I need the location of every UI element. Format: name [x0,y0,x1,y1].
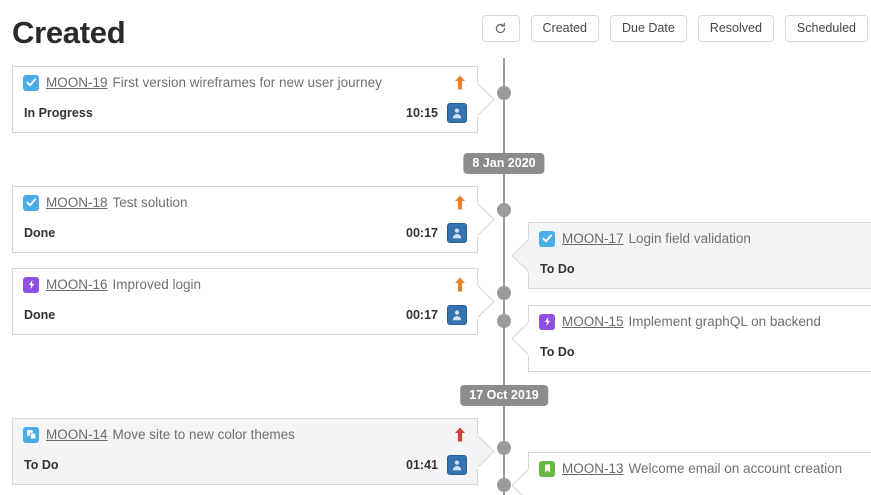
tab-scheduled[interactable]: Scheduled [784,15,868,42]
issue-key-link[interactable]: MOON-13 [562,461,624,476]
epic-icon [23,276,39,293]
status-badge: To Do [540,345,575,359]
issue-card[interactable]: MOON-13 Welcome email on account creation [511,452,871,495]
avatar[interactable] [447,455,467,475]
story-icon [539,460,555,477]
issue-key-link[interactable]: MOON-19 [46,75,108,90]
issue-summary: Welcome email on account creation [628,461,843,476]
timeline-dot [497,478,511,492]
issue-summary: Test solution [112,195,188,210]
task-icon [23,74,39,91]
tab-created[interactable]: Created [530,15,599,42]
refresh-button[interactable] [481,15,520,42]
issue-card-header: MOON-13 Welcome email on account creation [529,453,871,477]
timestamp: 00:17 [406,226,438,240]
issue-card[interactable]: MOON-17 Login field validation To Do [511,222,871,289]
epic-icon [539,313,555,330]
card-pointer-tail [507,223,529,288]
date-divider: 17 Oct 2019 [460,385,548,406]
timestamp: 10:15 [406,106,438,120]
timeline-dot [497,86,511,100]
toolbar: Created Due Date Resolved Scheduled [481,15,868,42]
arrow-up-highest-icon [453,426,467,443]
issue-card[interactable]: MOON-19 First version wireframes for new … [12,66,495,133]
issue-card-footer: Done 00:17 [13,220,477,246]
arrow-up-high-icon [453,276,467,293]
card-pointer-tail [477,269,499,334]
issue-card-footer: To Do [529,339,871,365]
tail-seam-mask [528,321,530,356]
tail-seam-mask [476,82,478,117]
avatar[interactable] [447,305,467,325]
tail-seam-mask [476,202,478,237]
status-badge: In Progress [24,106,93,120]
status-badge: Done [24,308,56,322]
page-title: Created [12,15,126,50]
issue-card-footer: To Do 01:41 [13,452,477,478]
issue-card-header: MOON-18 Test solution [13,187,477,211]
timeline-axis [503,58,505,495]
arrow-up-high-icon [453,194,467,211]
card-pointer-tail [507,306,529,371]
timeline-dot [497,203,511,217]
issue-key-link[interactable]: MOON-17 [562,231,624,246]
tail-seam-mask [528,238,530,273]
card-pointer-tail [477,419,499,484]
status-badge: To Do [540,262,575,276]
tab-due-date[interactable]: Due Date [609,15,687,42]
issue-card-footer: In Progress 10:15 [13,100,477,126]
arrow-up-high-icon [453,74,467,91]
timeline-dot [497,286,511,300]
issue-key-link[interactable]: MOON-14 [46,427,108,442]
timeline-dot [497,441,511,455]
issue-card[interactable]: MOON-14 Move site to new color themes To D… [12,418,495,485]
issue-summary: Improved login [112,277,202,292]
timestamp: 01:41 [406,458,438,472]
issue-summary: Login field validation [628,231,751,246]
issue-summary: Move site to new color themes [112,427,295,442]
tab-resolved[interactable]: Resolved [697,15,774,42]
task-icon [539,230,555,247]
timestamp: 00:17 [406,308,438,322]
status-badge: Done [24,226,56,240]
card-pointer-tail [477,67,499,132]
card-pointer-tail [507,453,529,495]
status-badge: To Do [24,458,59,472]
timeline-dot [497,314,511,328]
issue-card-header: MOON-17 Login field validation [529,223,871,247]
issue-card-footer [529,486,871,495]
issue-card-footer: To Do [529,256,871,282]
issue-card[interactable]: MOON-15 Implement graphQL on backend To Do [511,305,871,372]
subtask-icon [23,426,39,443]
avatar[interactable] [447,223,467,243]
card-pointer-tail [477,187,499,252]
tail-seam-mask [476,284,478,319]
tail-seam-mask [476,434,478,469]
issue-summary: First version wireframes for new user jo… [112,75,382,90]
issue-key-link[interactable]: MOON-15 [562,314,624,329]
issue-card-header: MOON-15 Implement graphQL on backend [529,306,871,330]
issue-card-header: MOON-16 Improved login [13,269,477,293]
refresh-icon [495,22,506,34]
issue-card-header: MOON-19 First version wireframes for new … [13,67,477,91]
issue-card-footer: Done 00:17 [13,302,477,328]
issue-key-link[interactable]: MOON-16 [46,277,108,292]
issue-card-header: MOON-14 Move site to new color themes [13,419,477,443]
avatar[interactable] [447,103,467,123]
issue-summary: Implement graphQL on backend [628,314,821,329]
tail-seam-mask [528,468,530,495]
task-icon [23,194,39,211]
page-header: Created Created Due Date Resolved Schedu… [0,0,871,58]
issue-key-link[interactable]: MOON-18 [46,195,108,210]
date-divider: 8 Jan 2020 [463,153,545,174]
